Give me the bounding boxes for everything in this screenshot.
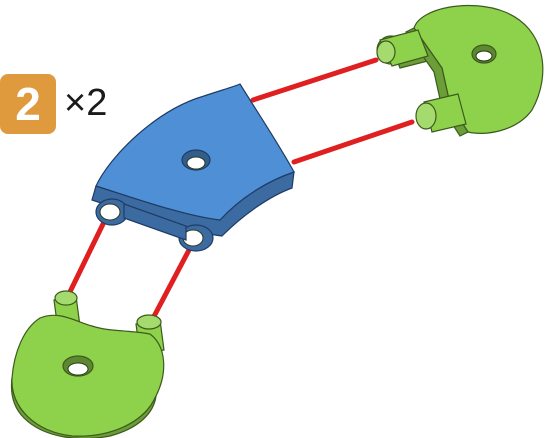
assembly-lines [63, 57, 415, 325]
end-cap-bottom-left [10, 290, 165, 438]
curved-connector [91, 83, 295, 252]
end-cap-top-right [376, 4, 544, 137]
assembly-line-bottom-1 [63, 219, 107, 303]
step-number-badge: 2 [0, 74, 56, 134]
assembly-line-bottom-2 [148, 247, 192, 325]
assembly-line-top-1 [250, 57, 379, 103]
assembly-line-top-2 [291, 119, 415, 165]
quantity-multiplier-label: ×2 [64, 82, 108, 124]
